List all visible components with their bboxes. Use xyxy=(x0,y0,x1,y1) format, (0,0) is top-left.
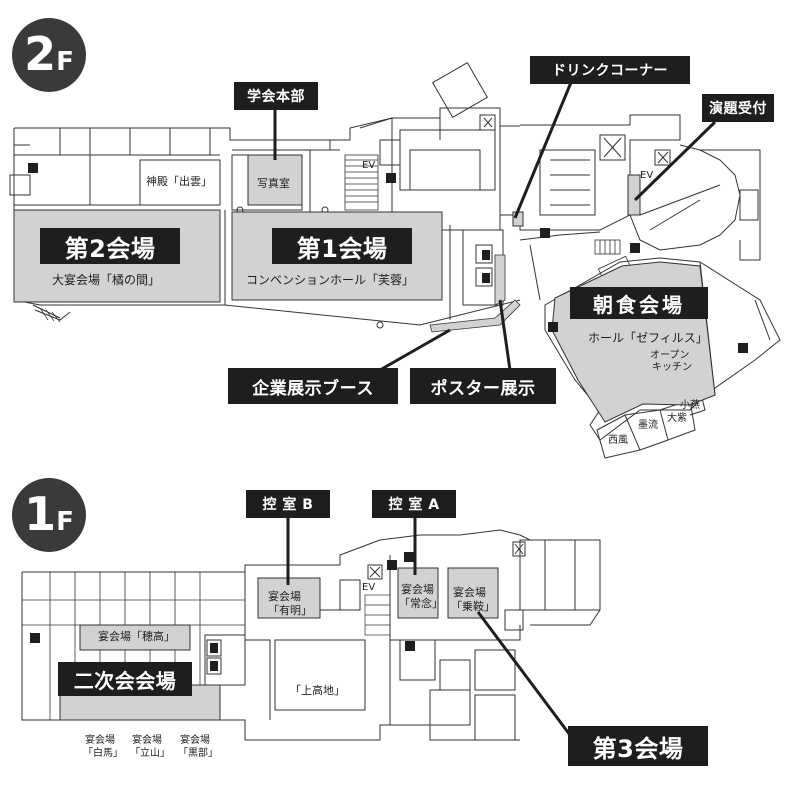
drink-corner-callout: ドリンクコーナー xyxy=(530,56,690,84)
ev-label-2f-b: EV xyxy=(640,170,654,181)
room-taishi-label: 大紫 xyxy=(667,413,687,424)
jonen-label-2: 「常念」 xyxy=(399,597,443,610)
room-bokuryu-label: 墨流 xyxy=(638,420,658,431)
kamikochi-label: 「上高地」 xyxy=(290,684,345,697)
headquarters-callout: 学会本部 xyxy=(234,82,318,110)
kurobe-label-2: 「黒部」 xyxy=(178,748,218,759)
hall2-sublabel: 大宴会場「橘の間」 xyxy=(52,273,161,287)
floor-suffix: F xyxy=(56,507,74,537)
floor-number: 1 xyxy=(24,487,57,541)
floor-badge-2f: 2 F xyxy=(12,18,86,92)
hotaka-label: 宴会場「穂高」 xyxy=(98,630,175,643)
photo-room-label: 写真室 xyxy=(257,177,290,190)
norikura-label-2: 「乗鞍」 xyxy=(451,600,495,613)
floor-suffix: F xyxy=(56,47,74,77)
secondary-venue-callout: 二次会会場 xyxy=(58,662,192,696)
ariake-label-2: 「有明」 xyxy=(268,604,312,617)
abstract-reception-callout: 演題受付 xyxy=(702,94,774,122)
open-kitchen-label-1: オープン xyxy=(650,350,690,361)
hakuba-label-2: 「白馬」 xyxy=(83,748,123,759)
hall1-callout: 第1会場 xyxy=(272,228,412,264)
tateyama-label-2: 「立山」 xyxy=(130,748,170,759)
ev-label-1f: EV xyxy=(362,582,376,593)
norikura-label-1: 宴会場 xyxy=(453,586,486,599)
hall1-sublabel: コンベンションホール「芙蓉」 xyxy=(246,273,415,287)
wait-room-a-callout: 控 室 A xyxy=(372,490,456,518)
breakfast-sublabel: ホール「ゼフィルス」 xyxy=(588,331,708,345)
ariake-label-1: 宴会場 xyxy=(268,590,301,603)
exhibition-callout: 企業展示ブース xyxy=(228,368,398,404)
jonen-label-1: 宴会場 xyxy=(401,583,434,596)
hall3-callout: 第3会場 xyxy=(568,726,708,766)
ev-label-2f-a: EV xyxy=(362,160,376,171)
shrine-label: 神殿「出雲」 xyxy=(146,175,212,188)
wait-room-b-callout: 控 室 B xyxy=(246,490,330,518)
hall2-callout: 第2会場 xyxy=(40,228,180,264)
room-koen-label: 小燕 xyxy=(680,400,700,411)
hakuba-label-1: 宴会場 xyxy=(85,735,115,746)
tateyama-label-1: 宴会場 xyxy=(132,735,162,746)
kurobe-label-1: 宴会場 xyxy=(180,735,210,746)
room-seifu-label: 西風 xyxy=(608,435,628,446)
open-kitchen-label-2: キッチン xyxy=(652,362,692,373)
poster-callout: ポスター展示 xyxy=(410,368,556,404)
floor-number: 2 xyxy=(24,27,57,81)
breakfast-callout: 朝食会場 xyxy=(570,287,708,319)
floor-badge-1f: 1 F xyxy=(12,478,86,552)
